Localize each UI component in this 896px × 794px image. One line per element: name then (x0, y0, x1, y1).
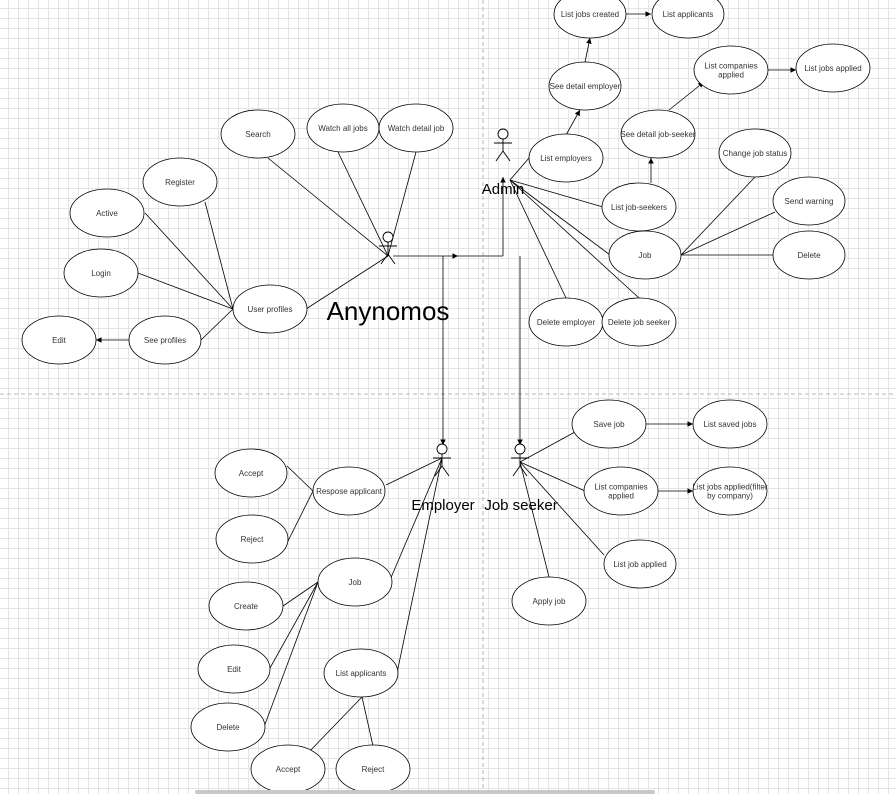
use-case-label: Respose applicant (316, 487, 383, 496)
use-case-delete-employer[interactable]: Delete employer (528, 297, 604, 347)
diagram-title: Anynomos (327, 296, 450, 326)
use-case-label: List jobs created (561, 10, 619, 19)
use-case-label: Job (639, 251, 652, 260)
use-case-label: applied (608, 492, 634, 501)
use-case-list-applicants-employer[interactable]: List applicants (323, 648, 399, 698)
use-case-search[interactable]: Search (220, 109, 296, 159)
use-case-label: Accept (239, 469, 264, 478)
use-case-nodes: Search Watch all jobs Watch detail jobRegi… (21, 0, 871, 794)
use-case-label: Send warning (785, 197, 834, 206)
use-case-label: Accept (276, 765, 301, 774)
use-case-change-job-status[interactable]: Change job status (718, 128, 792, 178)
use-case-reject-top[interactable]: Reject (215, 514, 289, 564)
use-case-list-saved-jobs[interactable]: List saved jobs (692, 399, 768, 449)
use-case-label: List job applied (613, 560, 666, 569)
use-case-login[interactable]: Login (63, 248, 139, 298)
use-case-job-admin[interactable]: Job (608, 230, 682, 280)
use-case-job-employer[interactable]: Job (317, 557, 393, 607)
actor-employer[interactable] (433, 443, 451, 477)
actor-jobseeker[interactable] (511, 443, 529, 477)
use-case-label: List companies (704, 62, 757, 71)
use-case-label: List job-seekers (611, 203, 667, 212)
actor-admin[interactable] (494, 128, 512, 162)
use-case-active[interactable]: Active (69, 188, 145, 238)
use-case-label: List saved jobs (704, 420, 757, 429)
use-case-list-job-applied[interactable]: List job applied (603, 539, 677, 589)
use-case-edit[interactable]: Edit (21, 315, 97, 365)
use-case-label: Watch detail job (388, 124, 445, 133)
use-case-label: See profiles (144, 336, 186, 345)
use-case-register[interactable]: Register (142, 157, 218, 207)
use-case-label: Change job status (723, 149, 788, 158)
use-case-edit-employer[interactable]: Edit (197, 644, 271, 694)
use-case-list-jobseekers[interactable]: List job-seekers (601, 182, 677, 232)
use-case-label: See detail job-seeker (620, 130, 695, 139)
use-case-see-profiles[interactable]: See profiles (128, 315, 202, 365)
actor-anon[interactable] (379, 231, 397, 265)
use-case-watch-all[interactable]: Watch all jobs (306, 103, 380, 153)
use-case-see-detail-jobseeker[interactable]: See detail job-seeker (620, 109, 696, 159)
actors (379, 128, 529, 477)
use-case-save-job[interactable]: Save job (571, 399, 647, 449)
use-case-label: List jobs applied (804, 64, 861, 73)
use-case-label: Delete (216, 723, 240, 732)
use-case-delete-jobseeker[interactable]: Delete job seeker (601, 297, 677, 347)
actor-label-jobseeker: Job seeker (484, 497, 557, 514)
use-case-label: Job (349, 578, 362, 587)
use-case-label: Reject (241, 535, 264, 544)
use-case-label: Active (96, 209, 118, 218)
association-lines (96, 11, 796, 755)
use-case-label: Create (234, 602, 259, 611)
horizontal-scrollbar[interactable] (195, 790, 655, 794)
use-case-label: List applicants (663, 10, 714, 19)
use-case-label: Register (165, 178, 195, 187)
use-case-label: Delete employer (537, 318, 596, 327)
use-case-label: Delete job seeker (608, 318, 671, 327)
use-case-label: by company) (707, 492, 753, 501)
use-case-label: See detail employer (550, 82, 621, 91)
use-case-label: List jobs applied(filter (692, 483, 767, 492)
use-case-list-employers[interactable]: List employers (528, 133, 604, 183)
use-case-watch-detail[interactable]: Watch detail job (378, 103, 454, 153)
use-case-reject-bottom[interactable]: Reject (335, 744, 411, 794)
use-case-send-warning[interactable]: Send warning (772, 176, 846, 226)
use-case-label: User profiles (248, 305, 293, 314)
use-case-label: Search (245, 130, 270, 139)
use-case-list-jobs-created[interactable]: List jobs created (553, 0, 627, 39)
use-case-delete-admin[interactable]: Delete (772, 230, 846, 280)
use-case-label: Reject (362, 765, 385, 774)
actor-label-employer: Employer (411, 497, 474, 514)
use-case-label: Save job (593, 420, 625, 429)
use-case-label: Edit (52, 336, 67, 345)
use-case-accept-top[interactable]: Accept (214, 448, 288, 498)
use-case-respose-applicant[interactable]: Respose applicant (312, 466, 386, 516)
use-case-label: Login (91, 269, 111, 278)
use-case-delete-employer-job[interactable]: Delete (190, 702, 266, 752)
use-case-label: List employers (540, 154, 592, 163)
actor-label-admin: Admin (482, 181, 525, 198)
use-case-label: Watch all jobs (318, 124, 368, 133)
use-case-label: Delete (797, 251, 821, 260)
use-case-label: Edit (227, 665, 242, 674)
use-case-create[interactable]: Create (208, 581, 284, 631)
use-case-label: applied (718, 71, 744, 80)
use-case-accept-bottom[interactable]: Accept (250, 744, 326, 794)
use-case-list-applicants-admin[interactable]: List applicants (651, 0, 725, 39)
use-case-see-detail-employer[interactable]: See detail employer (548, 61, 622, 111)
use-case-label: Apply job (533, 597, 566, 606)
use-case-list-jobs-applied-admin[interactable]: List jobs applied (795, 43, 871, 93)
use-case-label: List applicants (336, 669, 387, 678)
use-case-apply-job[interactable]: Apply job (511, 576, 587, 626)
use-case-user-profiles[interactable]: User profiles (232, 284, 308, 334)
use-case-label: List companies (594, 483, 647, 492)
